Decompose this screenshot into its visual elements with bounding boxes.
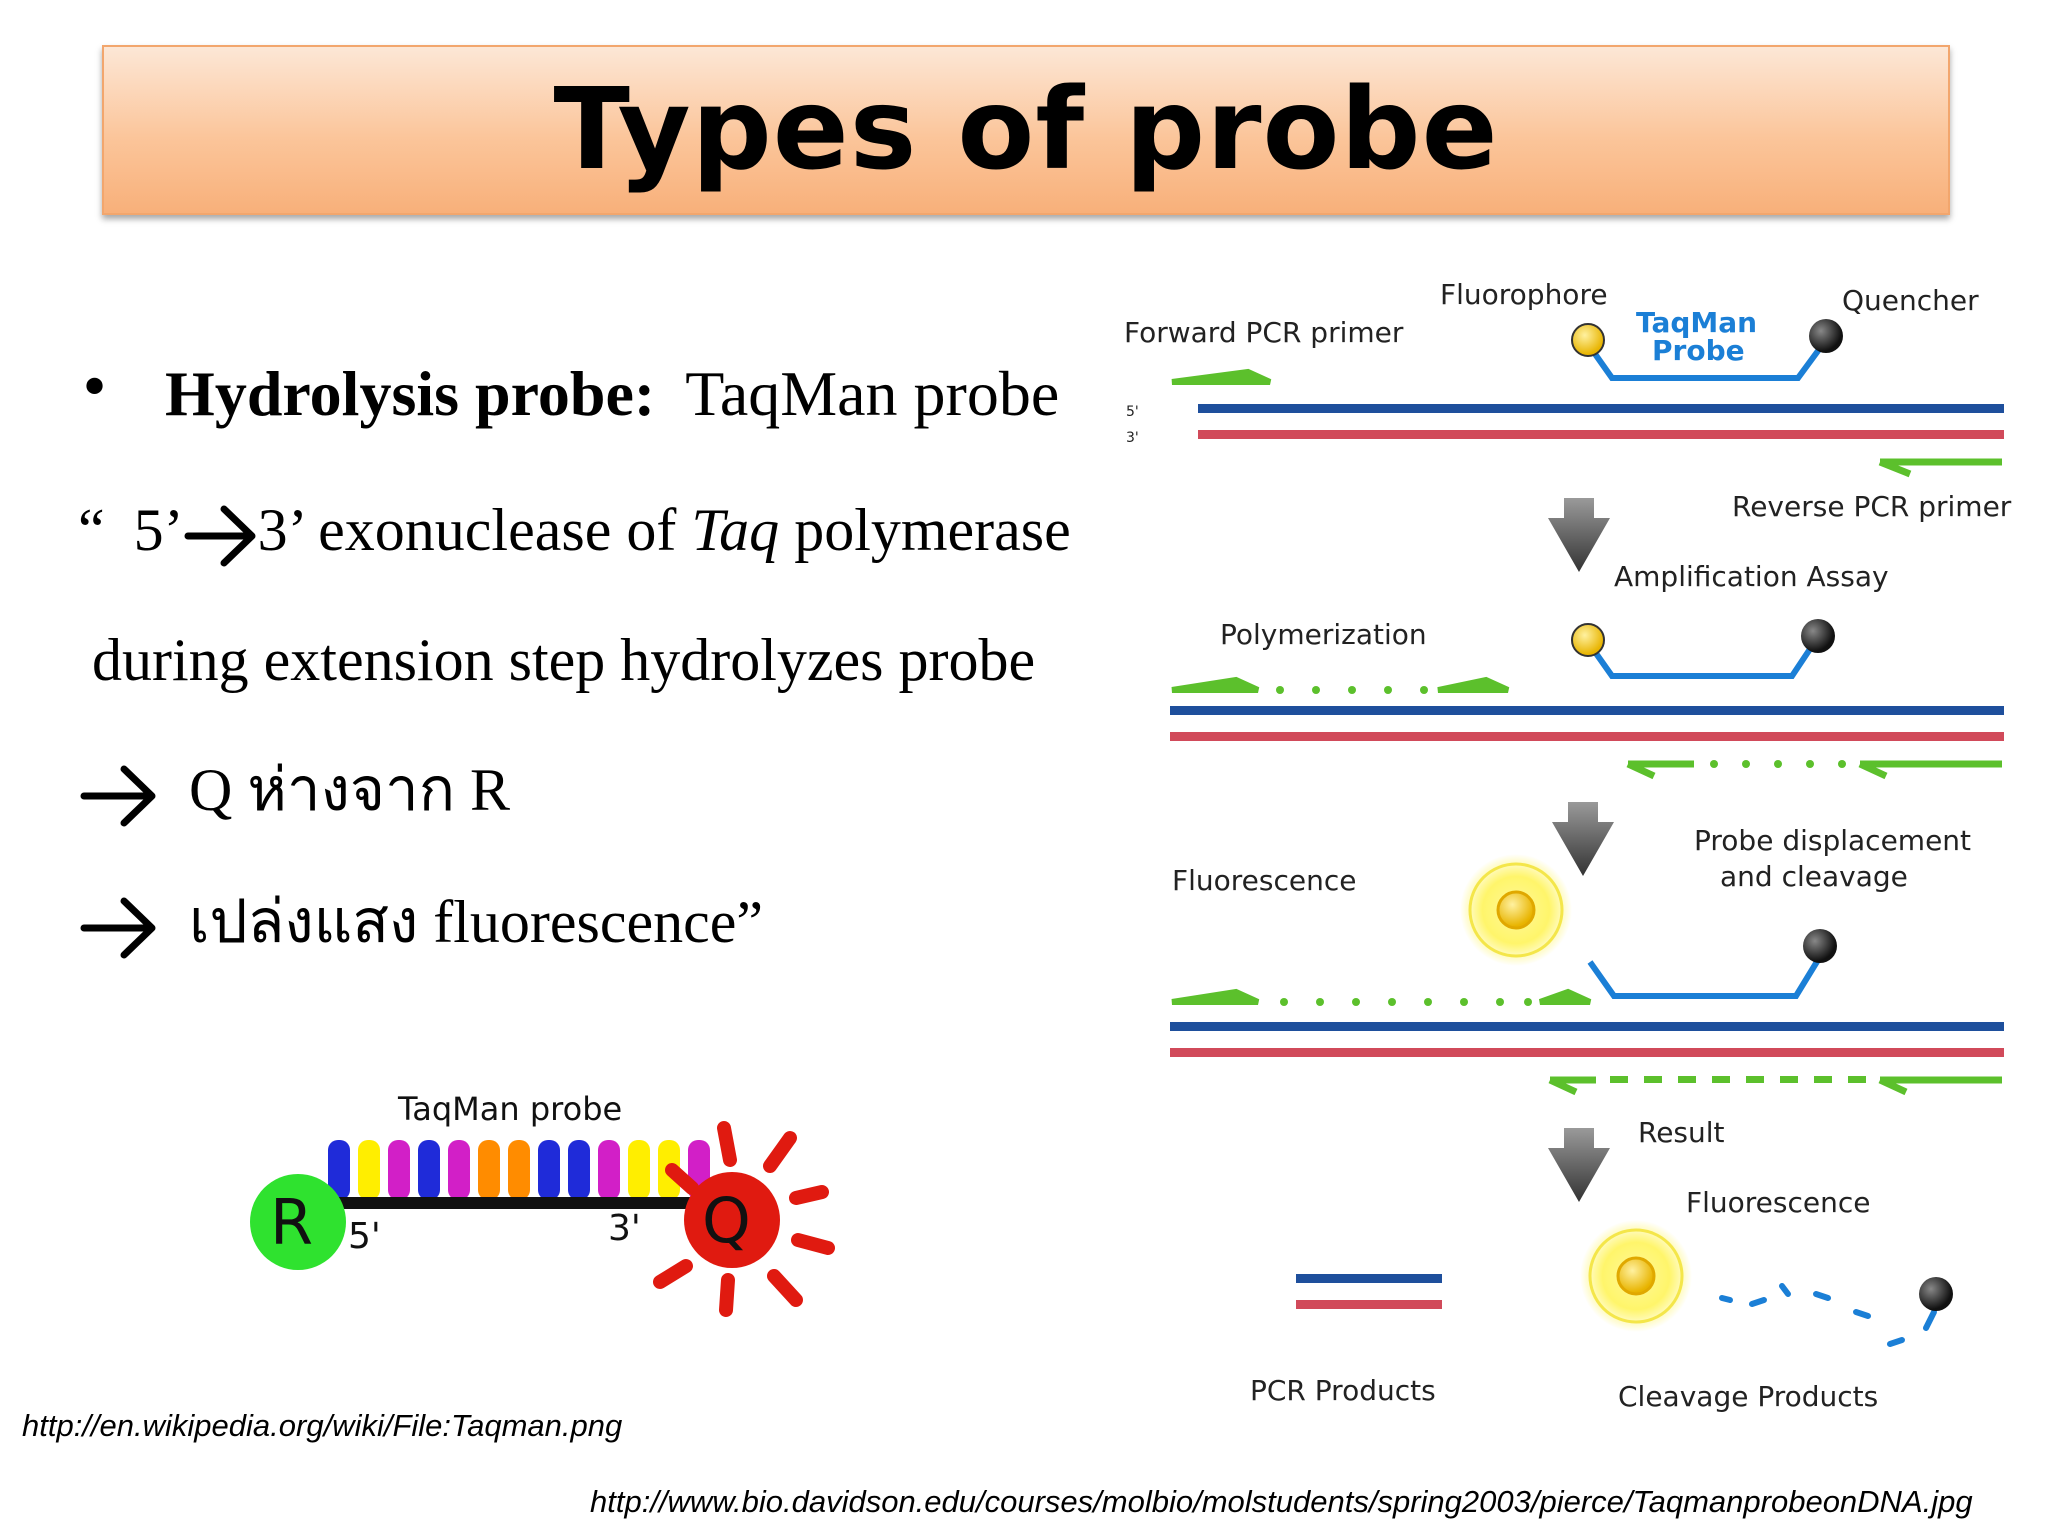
probe-bead [538,1140,560,1200]
cleavage-products-label: Cleavage Products [1618,1380,1878,1413]
five-prime-text: 5’ [133,497,184,563]
probe-bead [328,1140,350,1200]
probe-bead [358,1140,380,1200]
three-prime-small: 3' [1126,430,1139,446]
quencher-ball-4 [1919,1277,1953,1311]
open-quote: “ [78,497,105,563]
taqman-probe-figure: TaqMan probe R 5' 3' Q [250,1090,835,1317]
result-label: Result [1638,1116,1725,1149]
cleavage-fragments [1719,1283,1937,1347]
probe-bead [448,1140,470,1200]
extension-line: during extension step hydrolyzes probe [92,627,1036,693]
probe-beads [328,1140,710,1200]
blue-strand-2 [1170,706,2004,715]
three-prime-label: 3' [608,1208,641,1249]
source-wikipedia: http://en.wikipedia.org/wiki/File:Taqman… [22,1408,623,1443]
probe-2 [1585,638,1819,679]
primer-extension-2 [1171,676,1510,694]
blue-strand-3 [1170,1022,2004,1031]
taqman-assay-diagram: Forward PCR primer Fluorophore TaqMan Pr… [1124,278,2012,1413]
amplification-label: Amplification Assay [1614,560,1889,593]
fluorophore-label: Fluorophore [1440,278,1608,311]
bullet-text: TaqMan probe [685,358,1060,429]
probe-bead [598,1140,620,1200]
q-away-text: Q ห่างจาก R [189,757,511,823]
taq-text: Taq [691,497,780,563]
taqman-label-1: TaqMan [1636,306,1757,339]
quencher-rays [653,1121,835,1317]
reverse-extension-3 [1548,1076,2002,1096]
emit-line: เปล่งแสง fluorescence” [80,892,763,963]
fluorescence-label: Fluorescence [1172,864,1356,897]
reverse-primer-1 [1878,458,2002,478]
exonuclease-line: “ 5’ 3’ exonuclease of Taq polymerase [78,500,1071,571]
bullet-dot: • [78,356,112,421]
fluorescence-label-2: Fluorescence [1686,1186,1870,1219]
fluorophore-ball-2 [1571,623,1605,657]
probe-bead [418,1140,440,1200]
forward-primer-1 [1171,368,1272,385]
pcr-products-label: PCR Products [1250,1374,1436,1407]
probe-bead [508,1140,530,1200]
reverse-extension-2 [1626,760,2002,780]
reporter-circle [250,1174,346,1270]
reporter-letter: R [270,1186,313,1259]
probe-bead [568,1140,590,1200]
source-davidson: http://www.bio.davidson.edu/courses/molb… [590,1484,1973,1519]
reverse-primer-label: Reverse PCR primer [1732,490,2012,523]
q-away-line: Q ห่างจาก R [80,760,510,831]
down-arrow-icon [1548,498,1610,572]
down-arrow-icon [1552,802,1614,876]
probe-3 [1587,958,1821,999]
bullet-line: • Hydrolysis probe: TaqMan probe [78,361,1059,426]
probe-bead [478,1140,500,1200]
quencher-ball-2 [1801,619,1835,653]
polymerization-label: Polymerization [1220,618,1427,651]
right-arrow-icon [80,765,156,827]
quencher-label: Quencher [1842,284,1979,317]
right-arrow-icon [184,505,256,567]
probe-1 [1585,338,1829,381]
emit-text: เปล่งแสง fluorescence” [189,889,764,955]
red-strand-2 [1170,732,2004,741]
quencher-ball-1 [1809,319,1843,353]
forward-primer-label: Forward PCR primer [1124,316,1404,349]
down-arrow-icon [1548,1128,1610,1202]
quencher-letter: Q [702,1184,751,1257]
red-strand-1 [1198,430,2004,439]
probe-bead [388,1140,410,1200]
taqman-label-2: Probe [1652,334,1745,367]
taqman-probe-label: TaqMan probe [397,1090,622,1128]
probe-backbone [300,1197,710,1209]
fluorophore-ball-4 [1616,1256,1656,1296]
fluorescence-ring-2 [1588,1228,1684,1324]
slide-title: Types of probe [553,65,1499,195]
fluorophore-ball-3 [1496,890,1536,930]
displacement-label-2: and cleavage [1720,860,1908,893]
primer-extension-3 [1171,988,1592,1006]
pcr-product-blue [1296,1274,1442,1283]
probe-bead [628,1140,650,1200]
polymerase-text: polymerase [779,497,1071,563]
bullet-label: Hydrolysis probe: [165,358,656,429]
fluorophore-ball-1 [1571,323,1605,357]
title-banner: Types of probe [102,45,1950,215]
five-prime-small: 5' [1126,404,1139,420]
displacement-label-1: Probe displacement [1694,824,1971,857]
red-strand-3 [1170,1048,2004,1057]
fluorescence-ring-1 [1468,862,1564,958]
quencher-circle [684,1172,780,1268]
quencher-ball-3 [1803,929,1837,963]
exonuclease-text: 3’ exonuclease of [257,497,692,563]
five-prime-label: 5' [348,1216,381,1257]
blue-strand-1 [1198,404,2004,413]
right-arrow-icon [80,897,156,959]
pcr-product-red [1296,1300,1442,1309]
